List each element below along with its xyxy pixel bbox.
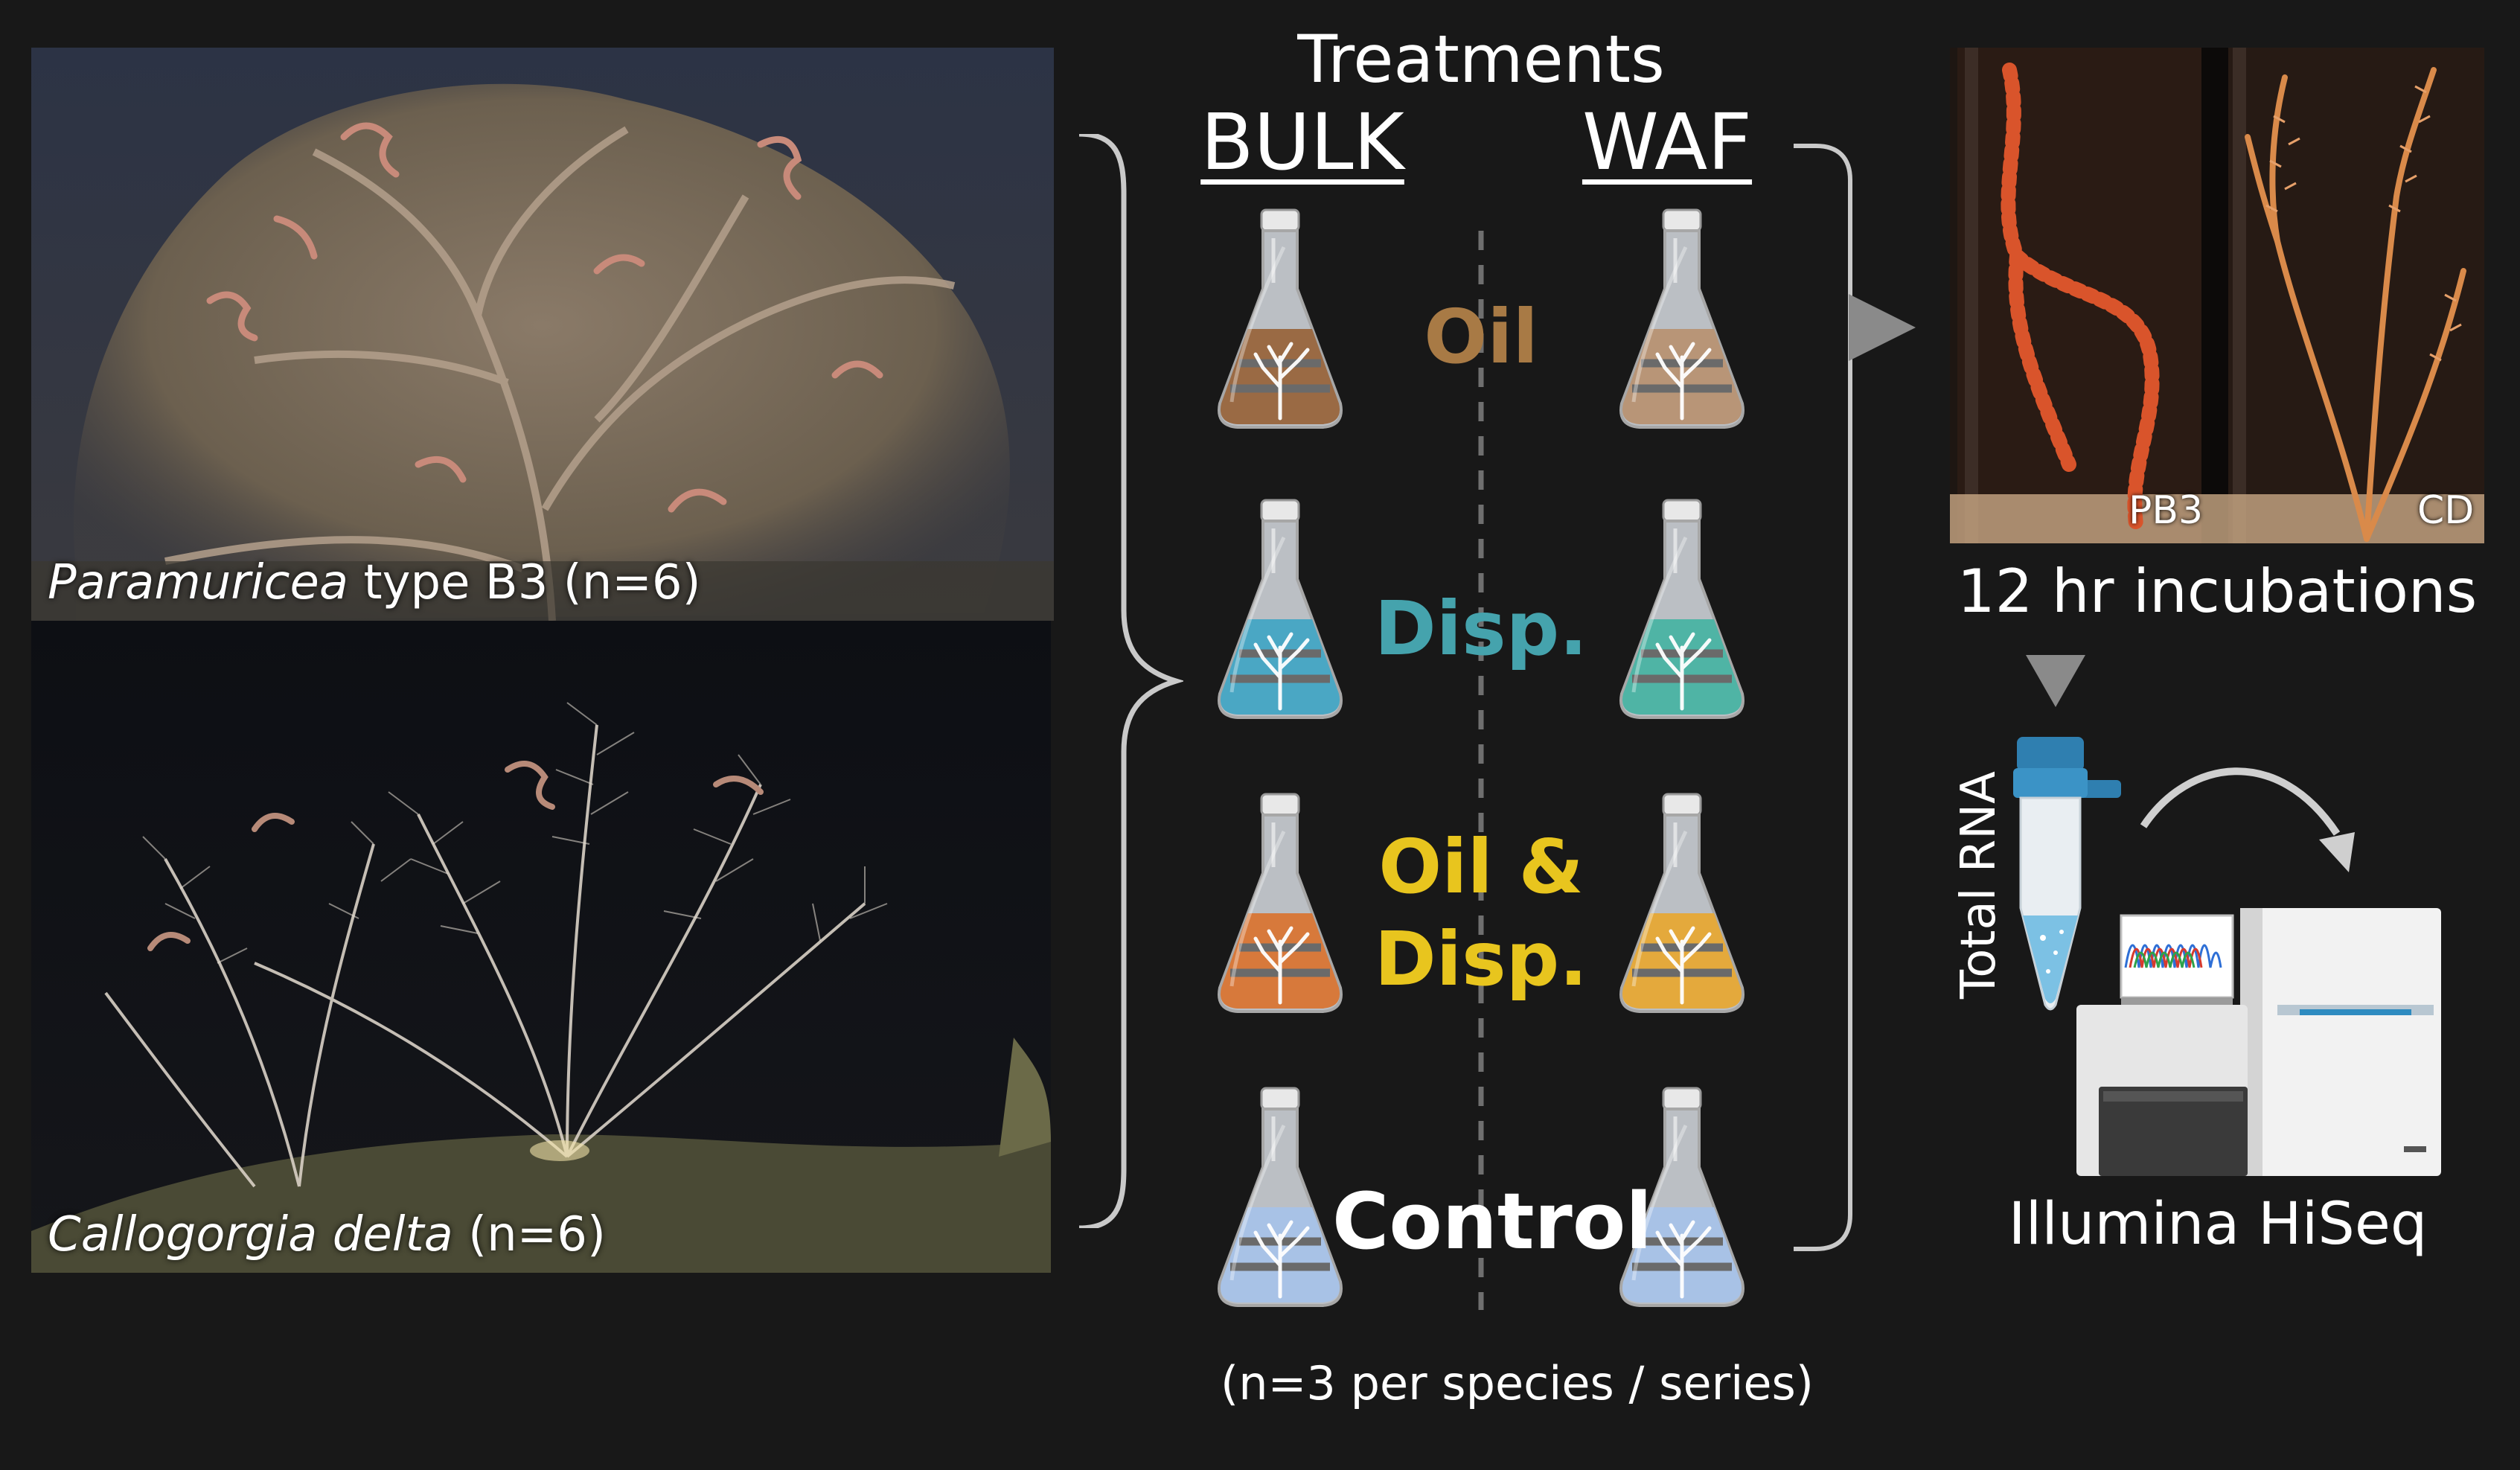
paramuricea-photo: Paramuricea type B3 (n=6) [31, 48, 1054, 621]
treatment-label-control: Control [1332, 1176, 1652, 1267]
treatment-label-oil-disp-line1: Oil & [1378, 823, 1584, 910]
curved-arrow-icon [2140, 767, 2355, 872]
bulk-series-label: BULK [1200, 97, 1404, 188]
flask-icon [1218, 208, 1343, 429]
rna-tube-icon [2013, 737, 2121, 1011]
paramuricea-genus: Paramuricea [48, 555, 349, 610]
flask-waf-3 [1611, 793, 1753, 1023]
paramuricea-caption-rest: type B3 (n=6) [348, 555, 701, 610]
callogorgia-species: Callogorgia delta [48, 1207, 453, 1262]
sequencer-label: Illumina HiSeq [2008, 1191, 2428, 1258]
left-curly-brace [1078, 134, 1183, 1228]
right-bracket [1794, 144, 1852, 1251]
flask-bulk-1 [1209, 208, 1351, 439]
treatment-label-oil-disp: Oil & Disp. [1355, 826, 1608, 1000]
right-arrow-icon [1849, 294, 1916, 361]
flask-bulk-2 [1209, 499, 1351, 729]
incubation-photo: PB3 CD [1950, 48, 2484, 543]
total-rna-label: Total RNA [1951, 771, 2006, 999]
waf-series-label: WAF [1582, 97, 1753, 188]
sequencer-icon [2076, 908, 2441, 1176]
flask-waf-4 [1611, 1087, 1753, 1317]
flask-waf-2 [1611, 499, 1753, 729]
paramuricea-coral-illustration [31, 48, 1054, 621]
flask-icon [1218, 1087, 1343, 1307]
callogorgia-caption-rest: (n=6) [452, 1207, 606, 1262]
cd-tag: CD [2417, 488, 2475, 533]
incubation-tubes-illustration [1950, 48, 2484, 543]
flask-icon [1218, 499, 1343, 719]
flask-icon [1619, 1087, 1745, 1307]
flask-waf-1 [1611, 208, 1753, 439]
flask-icon [1619, 793, 1745, 1013]
pb3-tag: PB3 [2129, 488, 2204, 533]
flask-icon [1218, 793, 1343, 1013]
treatments-title: Treatments [1297, 21, 1665, 98]
treatment-label-oil: Oil [1424, 293, 1538, 380]
flask-icon [1619, 499, 1745, 719]
incubation-label: 12 hr incubations [1957, 557, 2478, 626]
replicate-footnote: (n=3 per species / series) [1221, 1356, 1814, 1410]
callogorgia-photo: Callogorgia delta (n=6) [31, 621, 1051, 1273]
flask-bulk-4 [1209, 1087, 1351, 1317]
paramuricea-caption: Paramuricea type B3 (n=6) [48, 555, 701, 610]
flask-icon [1619, 208, 1745, 429]
callogorgia-coral-illustration [31, 621, 1051, 1273]
treatment-label-disp: Disp. [1374, 585, 1588, 672]
flask-bulk-3 [1209, 793, 1351, 1023]
treatment-label-oil-disp-line2: Disp. [1374, 915, 1588, 1003]
series-divider [1478, 231, 1484, 1310]
callogorgia-caption: Callogorgia delta (n=6) [48, 1207, 606, 1262]
down-arrow-icon [2026, 655, 2085, 707]
